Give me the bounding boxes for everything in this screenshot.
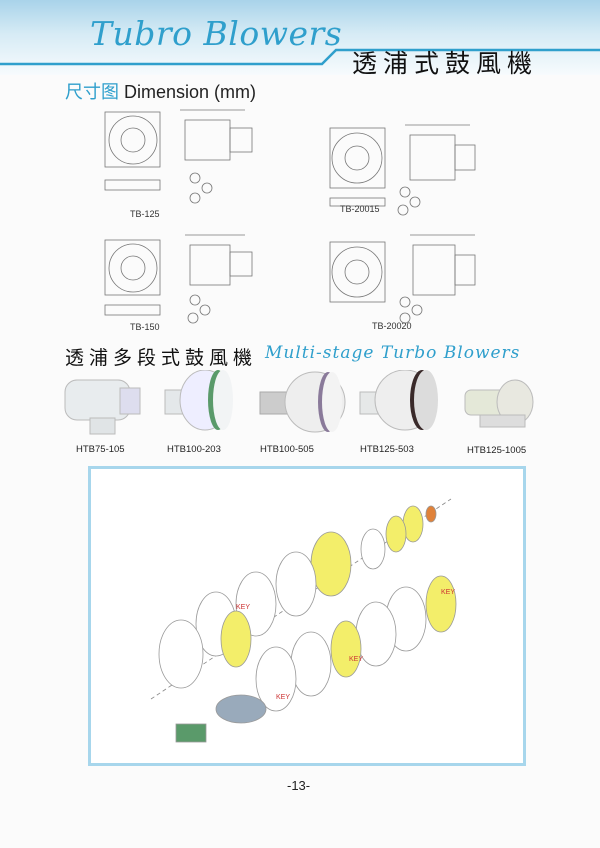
page-title-en: Tubro Blowers: [90, 14, 343, 53]
multistage-heading-zh: 透浦多段式鼓風機: [65, 347, 258, 369]
product-image-htb125-503: [359, 370, 438, 431]
header-banner: [0, 0, 600, 75]
drawing-tb-125: [104, 109, 253, 204]
drawing-label: TB-20015: [340, 204, 380, 214]
exploded-diagram-frame: KEY KEY KEY KEY: [88, 466, 526, 766]
multistage-heading-en: Multi-stage Turbo Blowers: [265, 343, 521, 363]
product-label: HTB100-505: [260, 444, 314, 455]
product-label: HTB125-503: [360, 444, 414, 455]
dimension-heading: 尺寸图 Dimension (mm): [65, 78, 256, 104]
drawing-tb-20020: [329, 234, 476, 324]
exploded-diagram: KEY KEY KEY KEY: [150, 498, 457, 743]
product-label: HTB125-1005: [467, 445, 527, 456]
product-photos: [64, 370, 534, 435]
key-label: KEY: [236, 604, 250, 611]
drawing-label: TB-20020: [372, 321, 412, 331]
product-label: HTB75-105: [76, 444, 125, 455]
product-image-htb75-105: [64, 379, 141, 435]
dimension-drawings: [104, 109, 476, 324]
product-label: HTB100-203: [167, 444, 221, 455]
drawing-label: TB-125: [130, 209, 160, 219]
key-label: KEY: [276, 694, 290, 701]
dimension-heading-zh: 尺寸图: [65, 82, 119, 102]
drawing-tb-20015: [329, 124, 476, 216]
product-image-htb100-203: [164, 370, 233, 431]
header-rule: [0, 48, 600, 66]
product-image-htb100-505: [259, 371, 346, 433]
product-image-htb125-1005: [464, 379, 534, 428]
key-label: KEY: [349, 656, 363, 663]
drawing-label: TB-150: [130, 322, 160, 332]
dimension-heading-en: Dimension (mm): [124, 82, 257, 102]
page-title-zh: 透浦式鼓風機: [352, 49, 539, 78]
page-number: -13-: [287, 778, 311, 793]
drawing-tb-150: [104, 234, 253, 324]
key-label: KEY: [441, 589, 455, 596]
